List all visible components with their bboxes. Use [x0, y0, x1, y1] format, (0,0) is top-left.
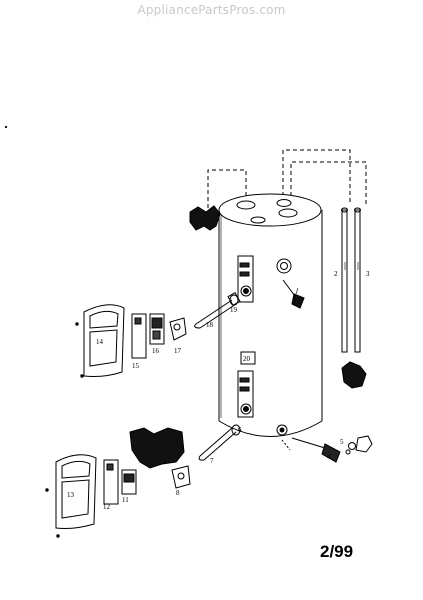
callout-17: 17	[174, 347, 182, 355]
part-12-lower-insulation	[103, 459, 119, 505]
speck	[56, 534, 60, 538]
water-heater-tank	[218, 193, 323, 437]
part-14-upper-cover	[83, 304, 125, 377]
part-3-dip-tube	[354, 207, 361, 353]
part-17-upper-bracket	[169, 317, 187, 341]
callout-16: 16	[152, 347, 160, 355]
part-15-upper-insulation	[131, 313, 147, 359]
callout-18: 18	[206, 321, 214, 329]
callout-7: 7	[210, 457, 214, 465]
part-7-lower-element	[198, 427, 237, 461]
revision-date-code: 2/99	[320, 542, 354, 561]
lower-element-opening	[237, 370, 254, 418]
leader-lines	[295, 262, 359, 295]
callout-4: 4	[327, 453, 331, 461]
insulation-piece-lower	[129, 427, 185, 469]
callout-8: 8	[176, 489, 180, 497]
part-11-lower-thermostat	[121, 469, 137, 495]
part-19-gasket	[229, 294, 239, 306]
tank-label-20: 20	[243, 355, 251, 363]
watermark: AppliancePartsPros.com	[137, 3, 286, 17]
speck	[75, 322, 79, 326]
part-13-lower-cover	[55, 454, 97, 529]
tank-rating-plate	[240, 351, 256, 365]
callout-14: 14	[96, 338, 104, 346]
insulation-piece-top	[189, 205, 221, 231]
dashed-connection-lines	[207, 149, 367, 212]
speck	[4, 125, 8, 129]
speck	[45, 488, 49, 492]
callout-5: 5	[340, 438, 344, 446]
callout-13: 13	[67, 491, 75, 499]
speck	[80, 374, 84, 378]
callout-2: 2	[334, 270, 338, 278]
upper-port-inner	[280, 262, 288, 270]
part-6-gasket	[231, 424, 241, 436]
callout-11: 11	[122, 496, 129, 504]
upper-element-opening	[237, 255, 254, 303]
callout-1: 1	[293, 294, 297, 302]
part-5-washer	[348, 435, 373, 453]
callout-6: 6	[238, 426, 242, 434]
callout-3: 3	[366, 270, 370, 278]
part-2-dip-tube	[341, 207, 348, 353]
callout-12: 12	[103, 503, 111, 511]
callout-19: 19	[230, 306, 238, 314]
callout-15: 15	[132, 362, 140, 370]
part-8-lower-bracket	[171, 465, 191, 489]
upper-port	[276, 258, 292, 274]
drain-opening	[276, 424, 288, 436]
part-1-valve	[282, 279, 305, 309]
part-16-upper-thermostat	[149, 313, 165, 345]
drain-opening-inner	[279, 427, 285, 433]
callout-labels: 1 2 3 4 5 6 7 8 11 12 13 14 15 16 17 18 …	[67, 270, 370, 511]
insulation-piece-right	[341, 361, 367, 389]
part-4-drain-valve	[281, 437, 351, 463]
